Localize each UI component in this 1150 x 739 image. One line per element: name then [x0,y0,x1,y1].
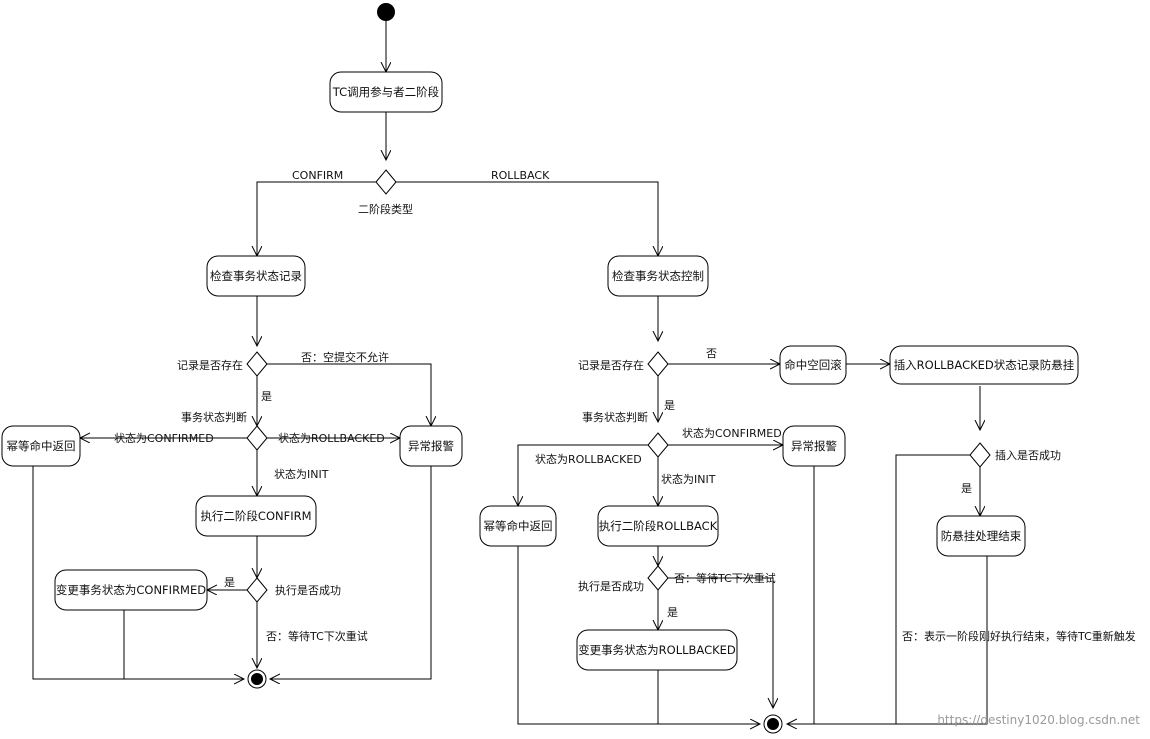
svg-text:TC调用参与者二阶段: TC调用参与者二阶段 [332,85,440,99]
node-exec-rollback: 执行二阶段ROLLBACK [597,505,719,547]
label-insert-success: 插入是否成功 [995,448,1061,462]
label-right-state-confirmed: 状态为CONFIRMED [682,426,782,440]
decision-right-exec [647,565,669,591]
start-node [377,3,395,21]
label-left-state-init: 状态为INIT [274,467,329,481]
label-right-yes: 是 [664,399,675,412]
label-left-state-confirmed: 状态为CONFIRMED [114,431,214,445]
decision-left-exec [246,577,268,603]
decision-left-state [246,425,268,451]
label-right-no-wait-retry: 否：等待TC下次重试 [674,571,776,585]
end-node-right [763,714,783,734]
label-left-yes-exec: 是 [224,576,235,589]
label-left-no-wait-retry: 否：等待TC下次重试 [266,629,368,643]
node-idempotent-left: 幂等命中返回 [1,425,81,467]
label-left-state-judge: 事务状态判断 [181,410,247,424]
label-insert-no-note: 否：表示一阶段刚好执行结束，等待TC重新触发 [902,629,1136,643]
node-idempotent-right: 幂等命中返回 [479,505,557,547]
label-left-state-rollbacked: 状态为ROLLBACKED [278,431,385,445]
label-left-exec-success: 执行是否成功 [275,583,341,597]
svg-text:插入ROLLBACKED状态记录防悬挂: 插入ROLLBACKED状态记录防悬挂 [894,358,1075,372]
svg-text:异常报警: 异常报警 [408,439,454,453]
label-right-state-rollbacked: 状态为ROLLBACKED [535,452,642,466]
label-right-record-exists: 记录是否存在 [578,358,644,372]
node-check-control: 检查事务状态控制 [607,255,709,297]
node-change-rollbacked: 变更事务状态为ROLLBACKED [576,629,738,671]
svg-text:防悬挂处理结束: 防悬挂处理结束 [941,529,1022,543]
node-anti-hang-end: 防悬挂处理结束 [936,515,1026,557]
end-node-left [247,669,267,689]
label-right-state-init: 状态为INIT [661,472,716,486]
svg-text:命中空回滚: 命中空回滚 [784,358,842,372]
svg-text:检查事务状态控制: 检查事务状态控制 [612,269,704,283]
svg-text:执行二阶段ROLLBACK: 执行二阶段ROLLBACK [599,519,718,533]
label-insert-yes: 是 [961,482,972,495]
watermark: https://destiny1020.blog.csdn.net [937,713,1140,727]
decision-right-state [647,432,669,458]
node-tc-call: TC调用参与者二阶段 [329,71,443,113]
node-change-confirmed: 变更事务状态为CONFIRMED [54,569,208,611]
label-right-yes-exec: 是 [667,606,678,619]
label-confirm: CONFIRM [292,169,343,182]
svg-text:执行二阶段CONFIRM: 执行二阶段CONFIRM [200,509,311,523]
label-rollback: ROLLBACK [491,169,550,182]
decision-phase-type [375,169,397,195]
decision-nodes [246,169,991,603]
node-check-record: 检查事务状态记录 [206,255,306,297]
svg-text:变更事务状态为CONFIRMED: 变更事务状态为CONFIRMED [56,583,206,597]
label-right-exec-success: 执行是否成功 [578,579,644,593]
label-left-yes: 是 [261,390,272,403]
svg-text:异常报警: 异常报警 [791,439,837,453]
node-alarm-left: 异常报警 [399,425,463,467]
label-right-no: 否 [706,347,717,360]
edges [32,21,988,724]
edge-labels: CONFIRM ROLLBACK 二阶段类型 记录是否存在 否：空提交不允许 是… [114,169,1136,643]
svg-text:检查事务状态记录: 检查事务状态记录 [210,269,302,283]
svg-text:变更事务状态为ROLLBACKED: 变更事务状态为ROLLBACKED [578,643,736,657]
node-insert-rollbacked: 插入ROLLBACKED状态记录防悬挂 [889,345,1079,385]
node-empty-rollback: 命中空回滚 [779,345,847,385]
decision-left-record [246,351,268,377]
node-alarm-right: 异常报警 [782,425,846,467]
decision-insert [969,442,991,468]
label-left-record-exists: 记录是否存在 [177,358,243,372]
decision-right-record [647,351,669,377]
svg-text:幂等命中返回: 幂等命中返回 [7,439,76,453]
label-right-state-judge: 事务状态判断 [582,410,648,424]
node-exec-confirm: 执行二阶段CONFIRM [195,495,317,537]
svg-text:幂等命中返回: 幂等命中返回 [484,519,553,533]
label-phase-type: 二阶段类型 [358,202,413,216]
label-left-no-empty-submit: 否：空提交不允许 [301,350,389,364]
